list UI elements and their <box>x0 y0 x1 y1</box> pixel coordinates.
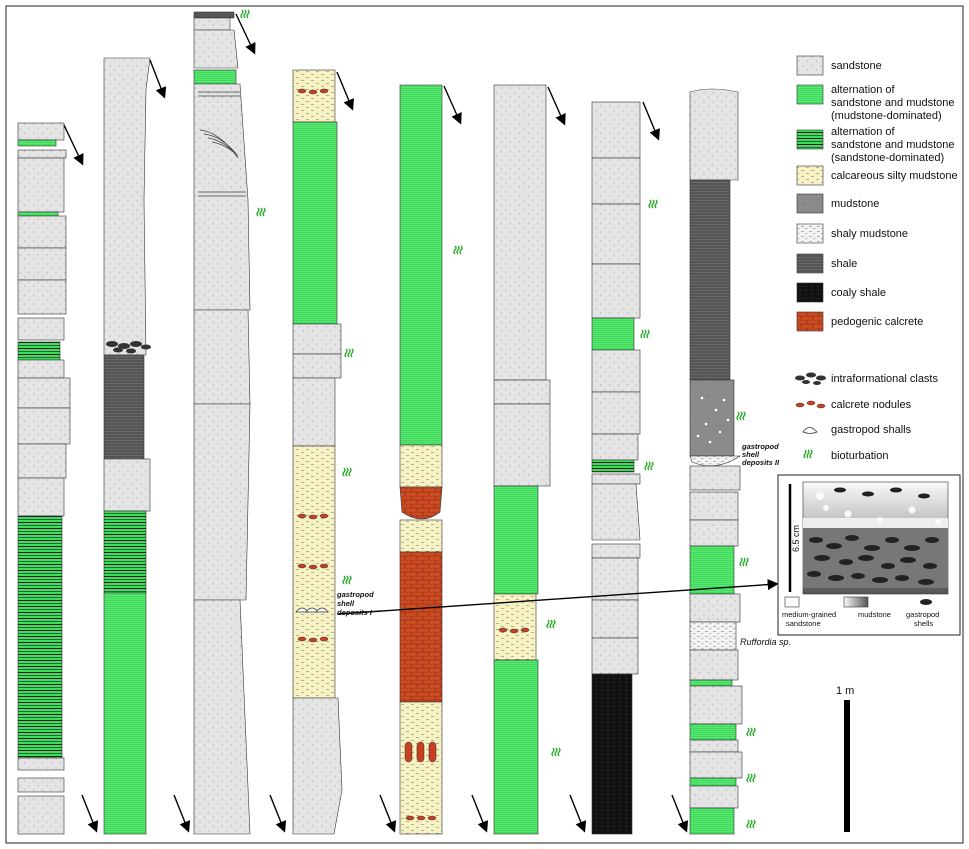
inset-key-mudstone-label: mudstone <box>858 610 891 619</box>
ruffordia-label: Ruffordia sp. <box>740 637 791 647</box>
gastropod-shell-inset: 6.5 cm medium-grained sandstone mudstone… <box>777 474 961 636</box>
paleocurrent-arrow <box>269 794 287 833</box>
gastropod-icon <box>802 427 818 434</box>
gastropod-shells-marks <box>696 396 730 444</box>
paleocurrent-arrow <box>63 124 84 166</box>
deposit-link-arrow <box>337 578 779 615</box>
legend-label-alternation-sand: alternation of sandstone and mudstone (s… <box>831 126 958 164</box>
paleocurrent-arrow <box>671 794 689 833</box>
paleocurrent-arrow <box>471 794 489 833</box>
bioturbation-icon <box>640 329 650 339</box>
legend-swatch-shaly-mudstone <box>796 223 824 244</box>
legend-label-coaly-shale: coaly shale <box>831 287 886 299</box>
legend-label-nodules: calcrete nodules <box>831 399 912 411</box>
bioturbation-icon <box>648 199 658 209</box>
section-column-2 <box>103 57 151 835</box>
bioturbation-icon <box>739 557 749 567</box>
bioturbation-icon <box>551 747 561 757</box>
inset-key-shells-label: gastropod shells <box>906 610 941 628</box>
bioturbation-icon <box>342 467 352 477</box>
legend-swatch-calcareous <box>796 165 824 186</box>
intraformational-clasts <box>106 341 151 354</box>
inset-scale-label: 6.5 cm <box>791 525 801 552</box>
section-column-3 <box>193 11 251 835</box>
inset-key-mudstone-swatch <box>843 596 869 608</box>
bioturbation-icon <box>746 773 756 783</box>
calcrete-nodules <box>297 88 329 643</box>
legend-swatch-alternation-mud <box>796 84 824 105</box>
legend-swatch-pedogenic-calcrete <box>796 311 824 332</box>
paleocurrent-arrow <box>379 794 397 833</box>
bioturbation-icon <box>344 348 354 358</box>
legend-label-gastropod: gastropod shalls <box>831 424 912 436</box>
figure-border <box>5 5 964 844</box>
calcrete-nodules <box>498 627 530 634</box>
paleocurrent-arrow <box>149 59 167 99</box>
bioturbation-icon <box>746 727 756 737</box>
legend-label-pedogenic-calcrete: pedogenic calcrete <box>831 316 923 328</box>
section-column-6 <box>493 84 551 835</box>
legend-label-sandstone: sandstone <box>831 60 882 72</box>
bioturbation-icon <box>736 411 746 421</box>
legend-swatch-coaly-shale <box>796 282 824 303</box>
section-column-1 <box>17 122 71 835</box>
paleocurrent-arrow <box>547 86 566 126</box>
legend-swatch-mudstone <box>796 193 824 214</box>
legend-label-shaly-mudstone: shaly mudstone <box>831 228 908 240</box>
nodules-icon <box>795 400 826 409</box>
legend-label-calcareous: calcareous silty mudstone <box>831 170 958 182</box>
cross-lamination <box>198 91 246 197</box>
section-column-8 <box>689 88 743 835</box>
bioturbation-icon <box>644 461 654 471</box>
calcrete-nodules <box>404 741 437 821</box>
section-column-5 <box>399 84 443 835</box>
section-column-4 <box>292 69 343 835</box>
bioturbation-icon <box>803 449 813 459</box>
legend-label-mudstone: mudstone <box>831 198 879 210</box>
paleocurrent-arrow <box>443 85 462 125</box>
paleocurrent-arrow <box>642 101 660 141</box>
inset-key-sandstone-label: medium-grained sandstone <box>782 610 838 628</box>
legend: sandstone alternation of sandstone and m… <box>795 55 958 462</box>
scale-bar-label: 1 m <box>836 685 854 697</box>
bioturbation-icon <box>240 9 250 19</box>
gastropod-shell-deposits-2-label: gastropod shell deposits II <box>741 442 781 467</box>
paleocurrent-arrow <box>336 71 354 111</box>
bioturbation-icon <box>546 619 556 629</box>
legend-label-bioturbation: bioturbation <box>831 450 889 462</box>
section-column-7 <box>591 101 641 835</box>
legend-label-shale: shale <box>831 258 857 270</box>
paleocurrent-arrow <box>173 794 191 833</box>
clasts-icon <box>795 372 826 385</box>
scale-bar <box>844 700 850 832</box>
legend-swatch-shale <box>796 253 824 274</box>
bioturbation-icon <box>256 207 266 217</box>
bioturbation-icon <box>746 819 756 829</box>
paleocurrent-arrow <box>569 794 587 833</box>
legend-swatch-alternation-sand <box>796 129 824 150</box>
legend-label-clasts: intraformational clasts <box>831 373 938 385</box>
inset-key-sandstone-swatch <box>784 596 800 608</box>
legend-swatch-sandstone <box>796 55 824 76</box>
paleocurrent-arrow <box>81 794 99 833</box>
gastropod-shells <box>295 607 329 613</box>
inset-key-shells-icon <box>920 599 932 605</box>
bioturbation-icon <box>453 245 463 255</box>
paleocurrent-arrow <box>235 13 256 55</box>
legend-label-alternation-mud: alternation of sandstone and mudstone (m… <box>831 84 958 122</box>
bioturbation-icon <box>342 575 352 585</box>
